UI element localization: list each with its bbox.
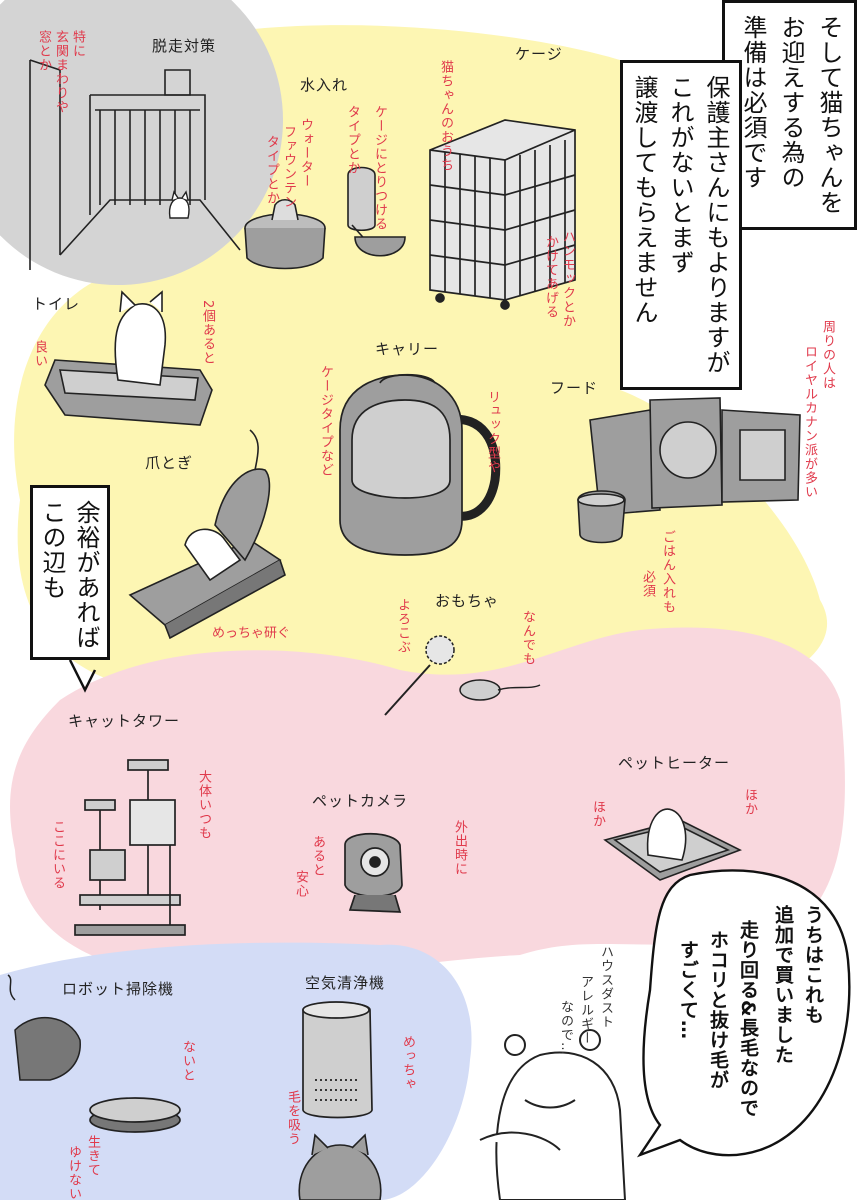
water-bottle-illustration — [347, 166, 406, 257]
section-label-food: フード — [550, 379, 599, 397]
cat-tower-illustration — [74, 759, 186, 936]
note-water-bottle: タイプとか — [345, 105, 360, 175]
section-label-toilet: トイレ — [32, 295, 81, 313]
narration-line: 準備は必須です — [739, 15, 767, 190]
narration-line: お迎えする為の — [777, 15, 805, 190]
toys-illustration — [384, 635, 541, 716]
note-toilet: 良い — [32, 340, 47, 368]
note-food: ロイヤルカナン派が多い — [802, 345, 817, 499]
note-carrier: ケージタイプなど — [318, 365, 333, 477]
section-label-robot-vacuum: ロボット掃除機 — [62, 980, 175, 998]
note-toys: よろこぶ — [395, 598, 410, 654]
note-pet-heater: ほか — [590, 800, 605, 828]
bear-aside: ハウスダスト — [598, 945, 613, 1029]
gray-zone — [0, 0, 283, 285]
carrier-illustration — [339, 374, 501, 556]
bear-aside: アレルギー — [578, 975, 593, 1045]
note-scratcher: めっちゃ研ぐ — [212, 626, 291, 641]
note-robot-vacuum: ゆけない… — [66, 1145, 81, 1200]
note-pet-camera: あると — [310, 835, 325, 877]
note-cage-house: 猫ちゃんのおうち — [438, 60, 453, 172]
note-cat-tower: 大体いつも — [196, 770, 211, 840]
section-label-pet-camera: ペットカメラ — [312, 792, 409, 810]
note-food-bowl: ごはん入れも — [660, 530, 675, 614]
note-cat-tower: ここにいる — [50, 820, 65, 890]
note-water-bottle: ケージにとりつける — [372, 105, 387, 231]
note-escape: 窓とか — [36, 30, 51, 72]
section-label-pet-heater: ペットヒーター — [618, 754, 731, 772]
cat-back-view — [298, 1133, 382, 1200]
note-pet-heater: ほか — [742, 788, 757, 816]
bear-illustration — [479, 1029, 627, 1200]
note-pet-camera: 外出時に — [452, 820, 467, 876]
cage-illustration — [429, 119, 576, 310]
litter-box-illustration — [44, 290, 213, 426]
section-label-toys: おもちゃ — [435, 592, 500, 610]
pink-zone — [10, 627, 845, 978]
bear-aside: なので… — [558, 1000, 573, 1056]
robot-vacuum-illustration — [89, 1097, 181, 1133]
section-label-scratcher: 爪とぎ — [145, 454, 194, 472]
cat-near-vacuum — [7, 974, 81, 1081]
note-water-fountain: タイプとか — [264, 135, 279, 205]
narration-line: この辺も — [38, 500, 66, 600]
note-escape: 特に — [70, 30, 85, 58]
narration-box-left: 余裕があれば この辺も — [30, 485, 110, 660]
section-label-cage: ケージ — [515, 45, 563, 63]
note-food: 周りの人は — [820, 320, 835, 390]
narration-line: これがないとまず — [666, 75, 694, 275]
pointer-arrow — [68, 659, 97, 693]
note-toilet: 2個あると — [200, 300, 215, 366]
section-label-air-purifier: 空気清浄機 — [305, 974, 386, 992]
note-robot-vacuum: 生きて — [85, 1135, 100, 1177]
section-label-escape: 脱走対策 — [152, 37, 217, 55]
narration-box-middle: 保護主さんにもよりますが これがないとまず 譲渡してもらえません — [620, 60, 742, 390]
note-pet-camera: 安心 — [293, 870, 308, 898]
speech-line: すごくて… — [677, 940, 699, 1040]
note-water-fountain: ファウンテン — [281, 125, 296, 209]
note-water-fountain: ウォーター — [298, 118, 313, 188]
note-air-purifier: めっちゃ — [400, 1035, 415, 1091]
section-label-carrier: キャリー — [375, 340, 440, 358]
speech-line: 走り回る&長毛なので — [737, 920, 759, 1118]
speech-line: うちはこれも — [802, 905, 824, 1025]
narration-line: 余裕があれば — [72, 500, 100, 650]
narration-box-top: そして猫ちゃんを お迎えする為の 準備は必須です — [722, 0, 857, 230]
speech-line: ホコリと抜け毛が — [707, 930, 729, 1090]
note-carrier: リュック型や — [485, 390, 500, 474]
note-food-bowl: 必須 — [640, 570, 655, 598]
water-fountain-illustration — [244, 198, 326, 270]
note-escape: 玄関まわりや — [53, 30, 68, 114]
speech-bubble-shape — [636, 869, 851, 1158]
door-gate-illustration — [29, 59, 241, 270]
narration-line: 保護主さんにもよりますが — [702, 75, 730, 375]
scratcher-illustration — [128, 429, 286, 640]
speech-line: 追加で買いました — [772, 905, 794, 1065]
note-air-purifier: 毛を吸う — [285, 1090, 300, 1146]
note-toys: なんでも — [520, 610, 535, 666]
section-label-cat-tower: キャットタワー — [68, 712, 181, 730]
note-robot-vacuum: ないと — [180, 1040, 195, 1082]
narration-line: 譲渡してもらえません — [630, 75, 658, 325]
air-purifier-illustration — [302, 1001, 373, 1119]
section-label-water: 水入れ — [300, 76, 349, 94]
pet-heater-illustration — [603, 808, 742, 881]
cat-at-gate — [168, 190, 190, 219]
note-cage-hammock: かけてあげる — [543, 235, 558, 319]
note-cage-hammock: ハンモックとか — [560, 230, 575, 328]
narration-line: そして猫ちゃんを — [815, 15, 843, 215]
pet-camera-illustration — [344, 833, 403, 913]
cat-food-illustration — [577, 397, 801, 544]
